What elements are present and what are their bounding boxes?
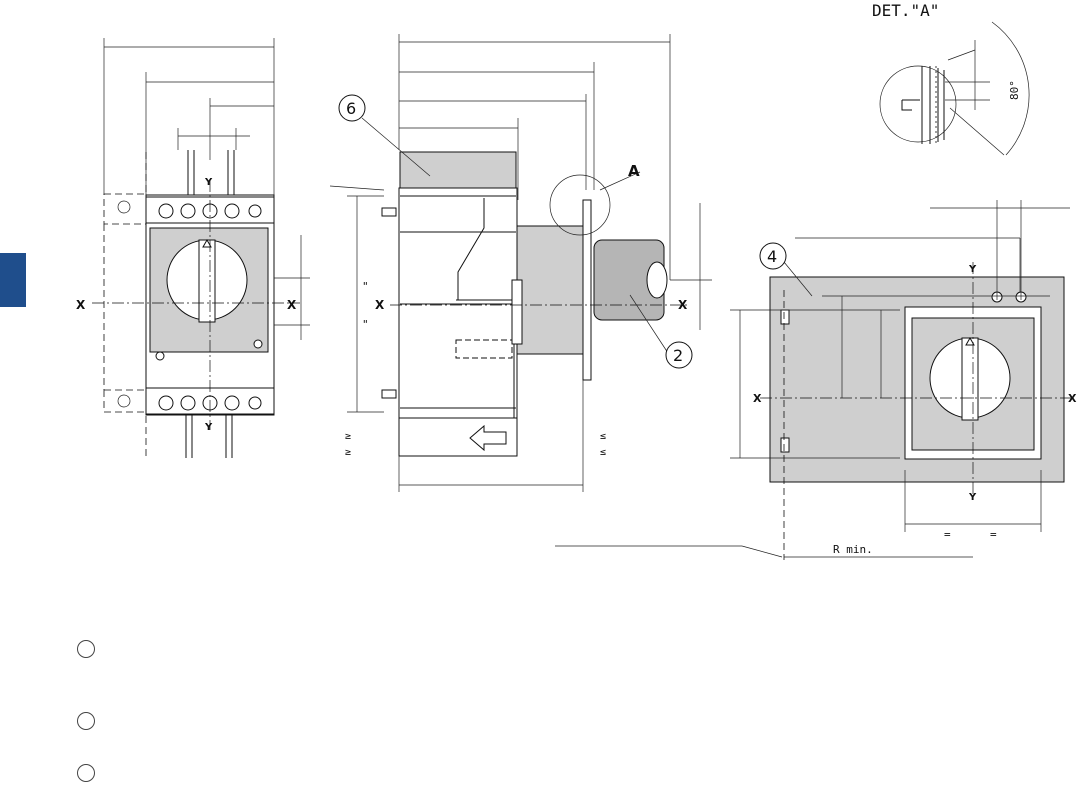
axis-x-right: X xyxy=(287,298,297,312)
dim-quote-1: " xyxy=(362,280,369,293)
dim-quote-2: " xyxy=(362,318,369,331)
axis-y-panel-top: Y xyxy=(968,264,977,275)
detail-a: DET."A" 80° xyxy=(872,1,1030,156)
legend-circle-3 xyxy=(77,764,95,782)
panel-view: 4 X X Y Y R min. = = xyxy=(555,200,1077,560)
le-symbol-1: ≤ xyxy=(600,431,606,442)
callout-2: 2 xyxy=(673,346,683,365)
section-tab xyxy=(0,253,26,307)
axis-x-panel-right: X xyxy=(1068,392,1077,405)
le-symbol-2: ≤ xyxy=(600,447,606,458)
r-min-label: R min. xyxy=(833,543,873,556)
axis-x-side-left: X xyxy=(375,298,385,312)
detail-label-a: A xyxy=(628,162,640,180)
axis-x-side-right: X xyxy=(678,298,688,312)
legend-circle-2 xyxy=(77,712,95,730)
front-view: X X Y Y xyxy=(76,38,310,458)
eq-mark-1: = xyxy=(944,528,951,541)
ge-symbol-2: ≥ xyxy=(345,447,351,458)
detail-angle: 80° xyxy=(1008,80,1021,100)
callout-6: 6 xyxy=(346,99,356,118)
callout-4: 4 xyxy=(767,247,777,266)
legend-circle-1 xyxy=(77,640,95,658)
ge-symbol-1: ≥ xyxy=(345,431,351,442)
axis-y-panel-bottom: Y xyxy=(968,492,977,503)
eq-mark-2: = xyxy=(990,528,997,541)
detail-title: DET."A" xyxy=(872,1,939,20)
axis-y-top: Y xyxy=(204,177,213,188)
axis-x-left: X xyxy=(76,298,86,312)
axis-x-panel-left: X xyxy=(753,392,762,405)
side-view: X X " " ≥ ≥ ≤ ≤ 6 2 A xyxy=(329,34,712,492)
axis-y-bottom: Y xyxy=(204,422,213,433)
